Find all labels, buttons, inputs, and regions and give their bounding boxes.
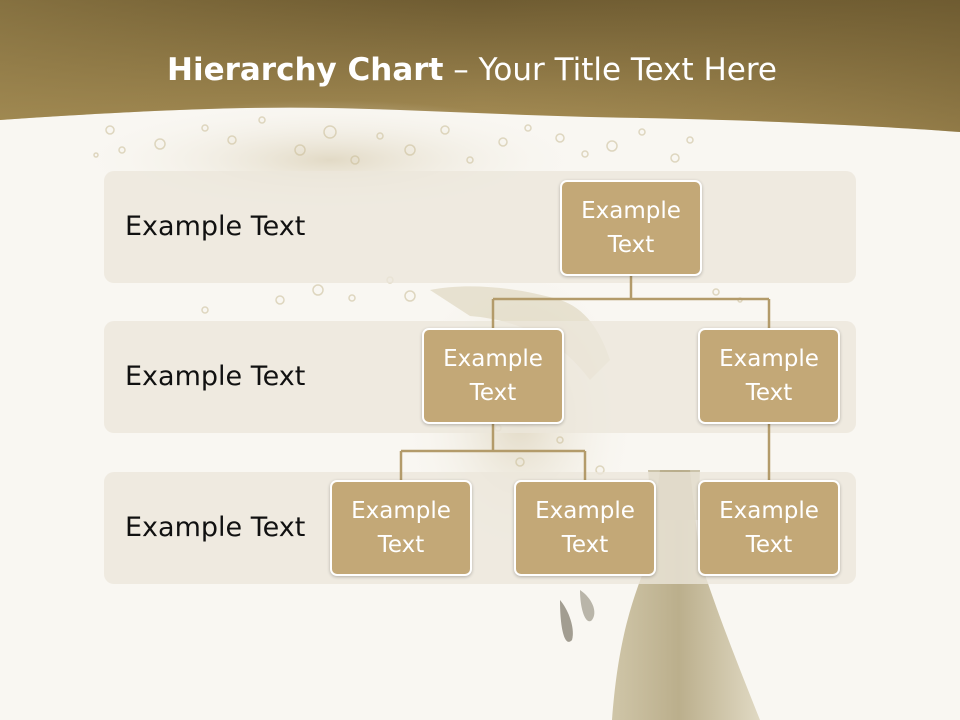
level-label-3: Example Text <box>125 512 306 543</box>
connector-left-children <box>399 423 587 481</box>
slide-title: Hierarchy Chart – Your Title Text Here <box>0 52 944 88</box>
slide-title-rest: – Your Title Text Here <box>443 52 777 88</box>
slide-title-bold: Hierarchy Chart <box>167 52 444 88</box>
connector-root-children <box>491 274 771 329</box>
node-level3-right[interactable]: Example Text <box>698 480 840 576</box>
level-band-1: Example Text <box>104 171 856 283</box>
node-level3-left[interactable]: Example Text <box>330 480 472 576</box>
node-level3-middle[interactable]: Example Text <box>514 480 656 576</box>
level-label-2: Example Text <box>125 361 306 392</box>
node-root[interactable]: Example Text <box>560 180 702 276</box>
level-label-1: Example Text <box>125 211 306 242</box>
node-level2-left[interactable]: Example Text <box>422 328 564 424</box>
node-level2-right[interactable]: Example Text <box>698 328 840 424</box>
